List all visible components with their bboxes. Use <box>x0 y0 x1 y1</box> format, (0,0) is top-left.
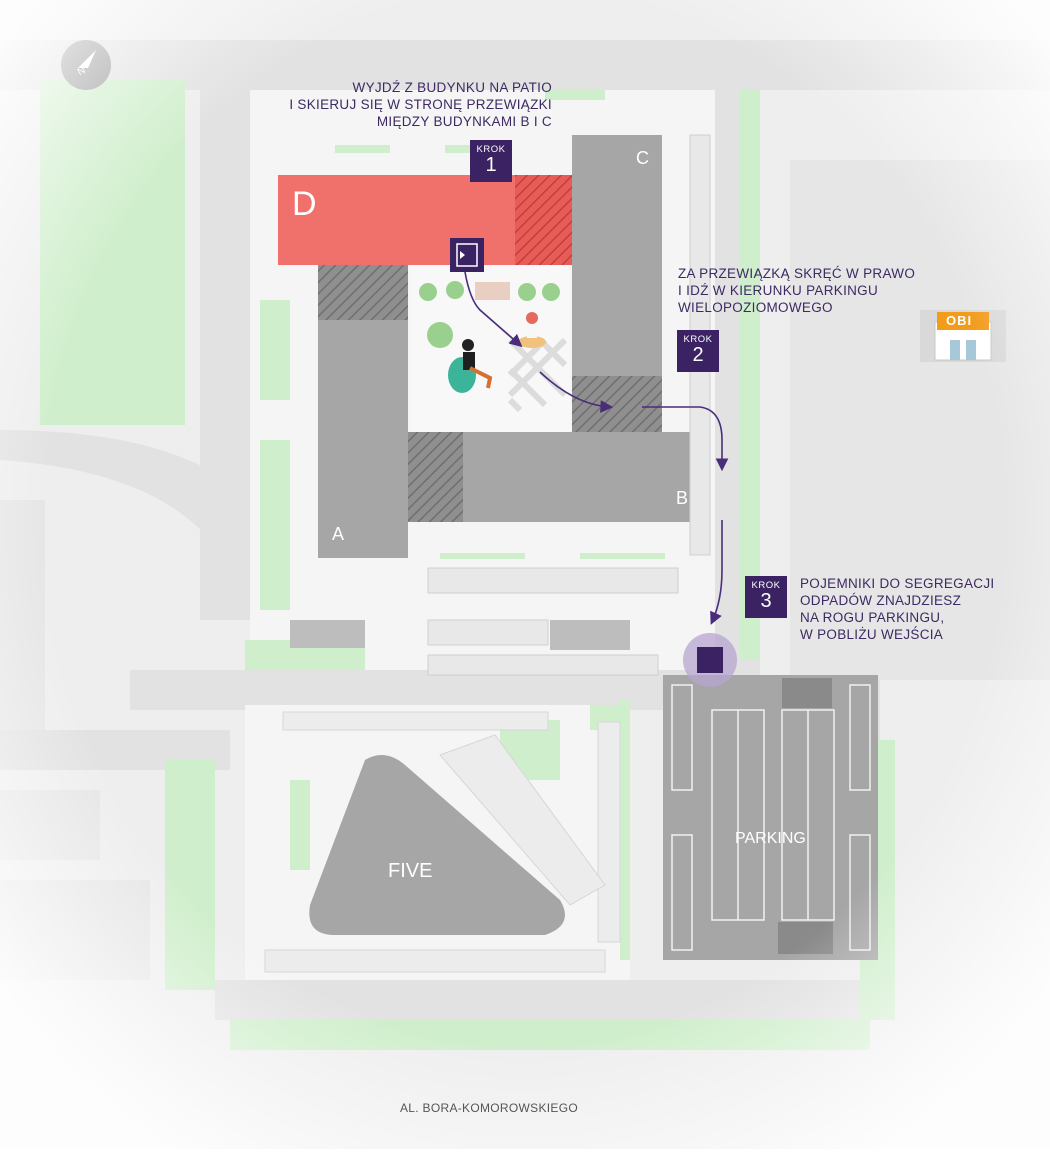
step-1-line-3: MIĘDZY BUDYNKAMI B I C <box>376 114 552 129</box>
step-1-instructions: WYJDŹ Z BUDYNKU NA PATIO I SKIERUJ SIĘ W… <box>244 79 552 130</box>
step-3-word: KROK <box>751 580 781 591</box>
step-1-line-2: I SKIERUJ SIĘ W STRONĘ PRZEWIĄZKI <box>289 97 552 112</box>
step-1-number: 1 <box>485 154 497 176</box>
step-2-line-2: I IDŹ W KIERUNKU PARKINGU <box>678 283 879 298</box>
step-2-line-1: ZA PRZEWIĄZKĄ SKRĘĆ W PRAWO <box>678 266 916 281</box>
step-2-instructions: ZA PRZEWIĄZKĄ SKRĘĆ W PRAWO I IDŹ W KIER… <box>678 265 968 316</box>
step-3-badge: KROK 3 <box>745 576 787 618</box>
obi-logo-text: OBI <box>946 313 973 328</box>
step-2-number: 2 <box>692 344 704 366</box>
step-3-number: 3 <box>760 590 772 612</box>
step-2-word: KROK <box>683 334 713 345</box>
step-1-badge: KROK 1 <box>470 140 512 182</box>
step-3-line-1: POJEMNIKI DO SEGREGACJI <box>800 576 995 591</box>
parking-label: PARKING <box>735 830 806 847</box>
building-c-label: C <box>636 148 649 168</box>
step-3-line-2: ODPADÓW ZNAJDZIESZ <box>800 593 962 608</box>
building-five-label: FIVE <box>388 860 433 882</box>
step-1-word: KROK <box>476 144 506 155</box>
building-d-label: D <box>292 185 317 223</box>
step-1-line-1: WYJDŹ Z BUDYNKU NA PATIO <box>352 80 552 95</box>
step-3-line-3: NA ROGU PARKINGU, <box>800 610 945 625</box>
street-name: AL. BORA-KOMOROWSKIEGO <box>400 1101 578 1115</box>
building-a-label: A <box>332 524 345 544</box>
building-b-label: B <box>676 488 689 508</box>
step-3-line-4: W POBLIŻU WEJŚCIA <box>800 627 944 642</box>
step-3-instructions: POJEMNIKI DO SEGREGACJI ODPADÓW ZNAJDZIE… <box>800 575 1040 643</box>
step-2-badge: KROK 2 <box>677 330 719 372</box>
step-2-line-3: WIELOPOZIOMOWEGO <box>678 300 833 315</box>
